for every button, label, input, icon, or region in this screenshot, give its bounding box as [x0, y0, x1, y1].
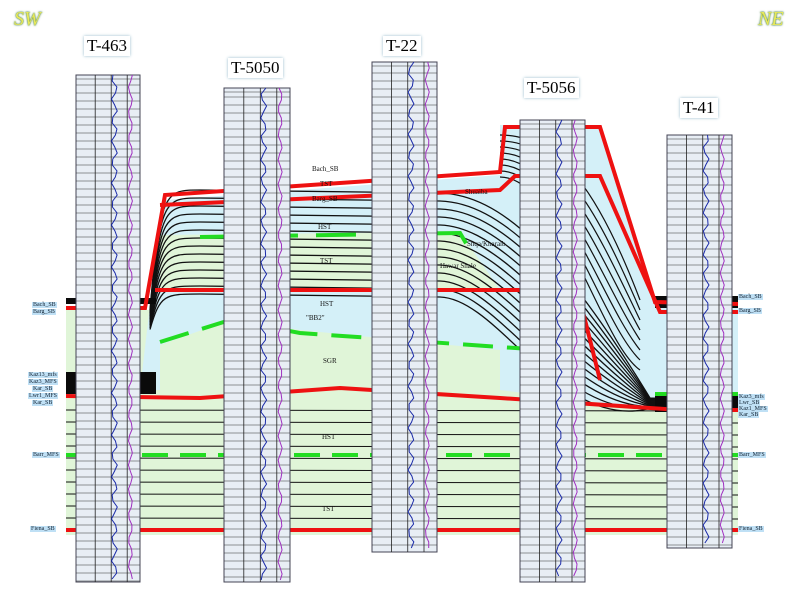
marker-left: Lwr1_MFS: [28, 393, 59, 399]
sw-label: SW: [14, 8, 41, 30]
marker-right: Bach_SB: [738, 294, 763, 300]
horizon-line: [149, 269, 739, 407]
label-tst: TST: [320, 180, 333, 188]
horizon-line: [149, 213, 739, 403]
resistivity-curve: [424, 61, 430, 549]
marker-right: Fiena_SB: [738, 526, 764, 532]
marker-left: Bach_SB: [32, 302, 57, 308]
marker-left: Barr_MFS: [32, 452, 60, 458]
sequence-boundary-line: [66, 125, 739, 310]
resistivity-curve: [127, 74, 133, 580]
horizon-line: [149, 221, 739, 403]
marker-left: Fiena_SB: [30, 526, 56, 532]
gamma-ray-curve: [260, 87, 268, 581]
mfs-line: [159, 317, 546, 352]
marker-left: Kaz3_MFS: [28, 379, 58, 385]
marker-left: Kar_SB: [32, 400, 54, 406]
label-hst2: HST: [320, 300, 334, 308]
marker-right: Lwr_SB: [738, 400, 761, 406]
label-shuaiba: Shuaiba: [465, 188, 488, 196]
marker-right: Kaz1_MFS: [738, 406, 768, 412]
well-label-t22: T-22: [383, 36, 421, 56]
marker-right: Kaz3_mfs: [738, 394, 765, 400]
ne-label: NE: [758, 8, 784, 30]
resistivity-curve: [719, 134, 725, 544]
well-label-t5056: T-5056: [524, 78, 579, 98]
gamma-ray-curve: [702, 134, 710, 544]
marker-left: Kar_SB: [32, 386, 54, 392]
label-shqa: Shqa/Kharaib: [467, 240, 506, 248]
well-log-track: [75, 74, 141, 583]
horizon-line: [149, 285, 739, 409]
gamma-ray-curve: [110, 74, 118, 580]
label-hst1: HST: [318, 223, 332, 231]
label-barg: Barg_SB: [312, 195, 338, 203]
label-tst1: TST: [320, 257, 333, 265]
resistivity-curve: [277, 87, 283, 581]
well-log-track: [371, 61, 438, 553]
label-bb2: "BB2": [306, 314, 325, 322]
gamma-ray-curve: [407, 61, 415, 549]
well-log-track: [666, 134, 733, 549]
well-label-t41: T-41: [680, 98, 718, 118]
marker-right: Barg_SB: [738, 308, 762, 314]
marker-right: Kar_SB: [738, 412, 760, 418]
well-label-t5050: T-5050: [228, 58, 283, 78]
resistivity-curve: [572, 119, 578, 577]
label-tst3: TST: [322, 505, 335, 513]
label-top-sb: Bach_SB: [312, 165, 339, 173]
label-hst3: HST: [322, 433, 336, 441]
well-label-t463: T-463: [84, 36, 130, 56]
marker-right: Barr_MFS: [738, 452, 766, 458]
label-hawar: Hawar Shale: [440, 262, 476, 270]
well-log-track: [223, 87, 291, 583]
marker-left: Kaz13_mfs: [28, 372, 58, 378]
horizon-line: [149, 261, 739, 406]
gamma-ray-curve: [555, 119, 563, 577]
horizon-line: [149, 205, 739, 402]
marker-left: Barg_SB: [32, 309, 56, 315]
label-sgr: SGR: [323, 357, 337, 365]
